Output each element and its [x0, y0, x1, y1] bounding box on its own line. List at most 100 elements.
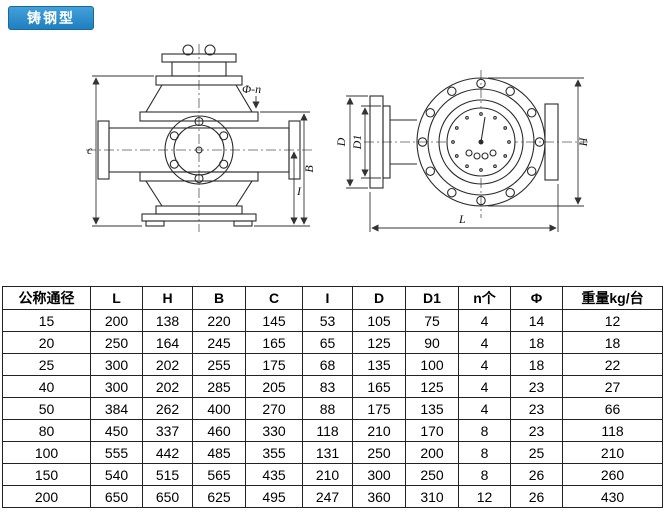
table-cell: 435 [245, 463, 303, 486]
table-cell: 250 [405, 463, 459, 486]
table-cell: 20 [2, 331, 91, 354]
table-cell: 625 [192, 485, 246, 508]
table-cell: 260 [562, 463, 663, 486]
table-cell: 650 [90, 485, 143, 508]
table-cell: 125 [405, 375, 459, 398]
table-cell: 202 [142, 353, 193, 376]
table-cell: 485 [192, 441, 246, 464]
table-cell: 300 [90, 353, 143, 376]
table-cell: 175 [352, 397, 406, 420]
table-cell: 105 [352, 309, 406, 332]
table-cell: 4 [458, 353, 511, 376]
front-centerlines [86, 44, 312, 232]
dim-label-d: D [336, 137, 348, 147]
table-cell: 138 [142, 309, 193, 332]
table-cell: 26 [510, 485, 563, 508]
front-view-drawing: c B I Φ-n [86, 44, 314, 232]
dim-label-l: L [458, 212, 466, 226]
table-cell: 100 [405, 353, 459, 376]
table-cell: 245 [192, 331, 246, 354]
table-cell: 310 [405, 485, 459, 508]
table-cell: 12 [458, 485, 511, 508]
table-header-cell: D1 [405, 286, 459, 310]
table-cell: 200 [405, 441, 459, 464]
table-cell: 118 [562, 419, 663, 442]
table-cell: 90 [405, 331, 459, 354]
table-cell: 330 [245, 419, 303, 442]
table-cell: 135 [405, 397, 459, 420]
table-cell: 12 [562, 309, 663, 332]
table-header-cell: n个 [458, 286, 511, 310]
table-cell: 4 [458, 309, 511, 332]
table-cell: 135 [352, 353, 406, 376]
table-cell: 165 [352, 375, 406, 398]
table-cell: 300 [90, 375, 143, 398]
table-cell: 210 [352, 419, 406, 442]
table-cell: 18 [510, 331, 563, 354]
table-cell: 125 [352, 331, 406, 354]
table-cell: 430 [562, 485, 663, 508]
table-cell: 555 [90, 441, 143, 464]
table-cell: 8 [458, 463, 511, 486]
meter-body-side [369, 77, 559, 207]
table-cell: 145 [245, 309, 303, 332]
table-cell: 450 [90, 419, 143, 442]
table-cell: 131 [302, 441, 353, 464]
table-cell: 540 [90, 463, 143, 486]
table-cell: 150 [2, 463, 91, 486]
table-header-cell: C [245, 286, 303, 310]
table-header-cell: L [90, 286, 143, 310]
table-cell: 8 [458, 419, 511, 442]
table-cell: 515 [142, 463, 193, 486]
side-dimension-lines [346, 77, 584, 232]
table-cell: 118 [302, 419, 353, 442]
table-cell: 360 [352, 485, 406, 508]
table-cell: 565 [192, 463, 246, 486]
table-cell: 442 [142, 441, 193, 464]
table-cell: 8 [458, 441, 511, 464]
table-header-cell: D [352, 286, 406, 310]
table-cell: 247 [302, 485, 353, 508]
table-cell: 300 [352, 463, 406, 486]
table-cell: 210 [302, 463, 353, 486]
table-cell: 250 [90, 331, 143, 354]
table-cell: 23 [510, 375, 563, 398]
gauge-needle [480, 116, 486, 143]
table-cell: 200 [2, 485, 91, 508]
dim-label-d1: D1 [350, 135, 364, 151]
table-cell: 165 [245, 331, 303, 354]
table-cell: 25 [510, 441, 563, 464]
table-cell: 460 [192, 419, 246, 442]
table-cell: 25 [2, 353, 91, 376]
table-header-cell: 重量kg/台 [562, 286, 663, 310]
table-cell: 75 [405, 309, 459, 332]
table-cell: 18 [562, 331, 663, 354]
table-header-cell: I [302, 286, 353, 310]
table-cell: 14 [510, 309, 563, 332]
table-cell: 50 [2, 397, 91, 420]
table-cell: 80 [2, 419, 91, 442]
table-cell: 23 [510, 397, 563, 420]
table-header-cell: Φ [510, 286, 563, 310]
table-cell: 270 [245, 397, 303, 420]
table-cell: 40 [2, 375, 91, 398]
table-cell: 202 [142, 375, 193, 398]
table-cell: 337 [142, 419, 193, 442]
table-cell: 26 [510, 463, 563, 486]
table-cell: 384 [90, 397, 143, 420]
table-cell: 285 [192, 375, 246, 398]
table-cell: 15 [2, 309, 91, 332]
table-cell: 650 [142, 485, 193, 508]
table-cell: 4 [458, 375, 511, 398]
type-badge: 铸钢型 [8, 6, 94, 30]
table-cell: 495 [245, 485, 303, 508]
